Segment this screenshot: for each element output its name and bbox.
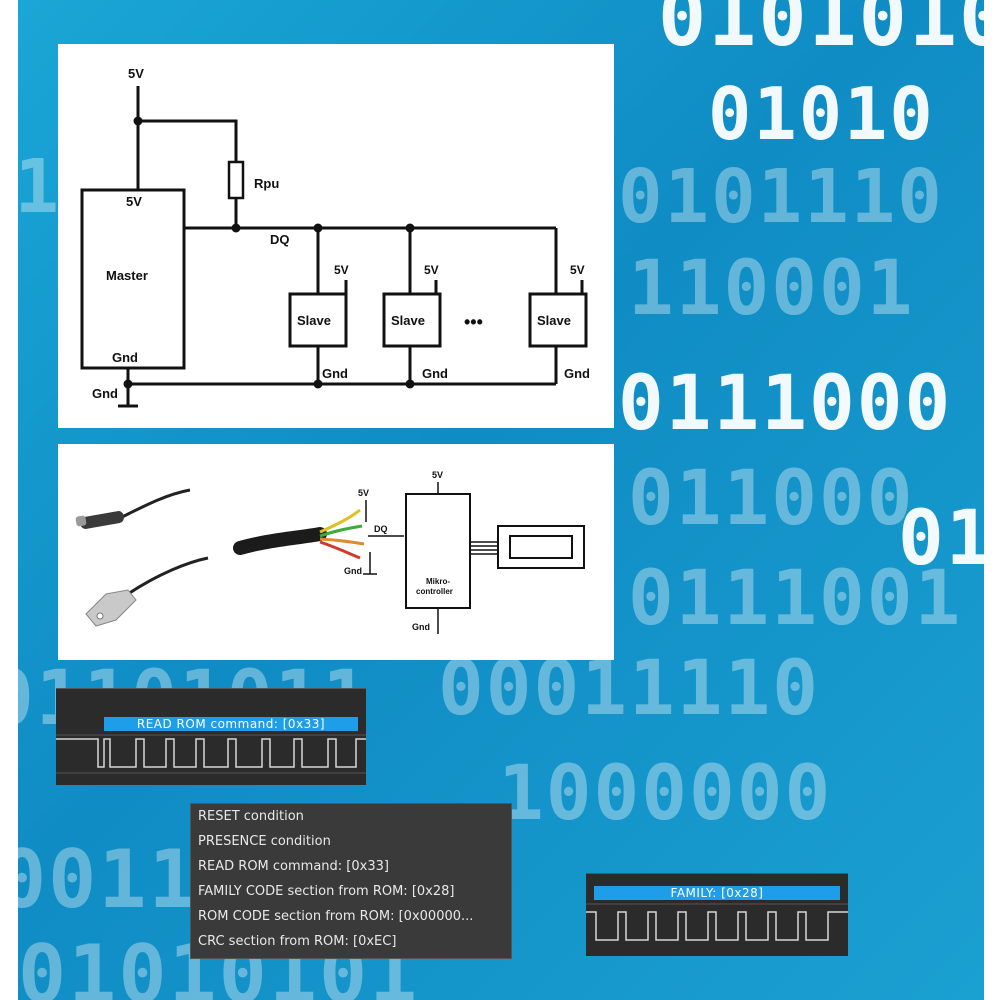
slave-2-vcc: 5V <box>424 263 439 277</box>
slave-3-vcc: 5V <box>570 263 585 277</box>
sensor-wiring-panel: 5V DQ Gnd 5V Mikro- controller Gnd <box>58 444 614 660</box>
mcu-label-line2: controller <box>416 587 453 596</box>
scope-family-label: FAMILY: [0x28] <box>594 886 840 900</box>
sensor-wiring-diagram: 5V DQ Gnd 5V Mikro- controller Gnd <box>75 470 585 634</box>
ground-label: Gnd <box>92 386 118 401</box>
wiring-gnd-label: Gnd <box>344 566 362 576</box>
log-row[interactable]: CRC section from ROM: [0xEC] <box>198 934 397 949</box>
scope-capture-read-rom: READ ROM command: [0x33] <box>56 688 366 785</box>
dq-label: DQ <box>270 232 290 247</box>
bus-schematic-panel: 5V Rpu DQ 5V Master Gnd Gnd 5V 5V 5V Sla… <box>58 44 614 428</box>
wiring-dq-label: DQ <box>374 524 388 534</box>
bg-digits-row-10: 00011110 <box>438 643 821 732</box>
log-row[interactable]: FAMILY CODE section from ROM: [0x28] <box>198 884 455 899</box>
log-row[interactable]: RESET condition <box>198 809 304 824</box>
bus-schematic: 5V Rpu DQ 5V Master Gnd Gnd 5V 5V 5V Sla… <box>80 66 590 408</box>
scope-family-waveform <box>586 903 848 941</box>
master-vcc-label: 5V <box>126 194 142 209</box>
pullup-resistor-symbol <box>227 160 245 200</box>
mcu-gnd-label: Gnd <box>412 622 430 632</box>
wiring-5v-label: 5V <box>358 488 369 498</box>
supply-label: 5V <box>128 66 144 81</box>
slave-3-gnd: Gnd <box>564 366 590 381</box>
bg-digits-row-3: 0101110 <box>618 154 944 240</box>
scope-capture-family: FAMILY: [0x28] <box>586 873 848 956</box>
clip-sensor-image <box>85 556 209 627</box>
slave-2-gnd: Gnd <box>422 366 448 381</box>
log-row[interactable]: PRESENCE condition <box>198 834 331 849</box>
bg-digits-row-6: 0111000 <box>618 358 953 447</box>
bg-digits-row-1: 0101010 <box>658 0 984 64</box>
pullup-label: Rpu <box>254 176 279 191</box>
log-row[interactable]: ROM CODE section from ROM: [0x00000... <box>198 909 474 924</box>
slave-3-label: Slave <box>537 313 571 328</box>
log-row[interactable]: READ ROM command: [0x33] <box>198 859 389 874</box>
bg-digits-row-8: 01 <box>898 493 984 582</box>
bg-digits-row-5: 110001 <box>628 243 915 332</box>
slave-1-gnd: Gnd <box>322 366 348 381</box>
probe-sensor-image <box>75 488 191 529</box>
bg-digits-row-7: 011000 <box>628 453 915 542</box>
more-slaves-ellipsis: ••• <box>464 312 483 332</box>
slave-1-vcc: 5V <box>334 263 349 277</box>
cable-image <box>233 508 365 560</box>
decoder-log: RESET condition PRESENCE condition READ … <box>190 803 512 959</box>
master-gnd-label: Gnd <box>112 350 138 365</box>
bg-digits-row-12: 1000000 <box>498 748 833 837</box>
mcu-5v-label: 5V <box>432 470 443 480</box>
slave-2-label: Slave <box>391 313 425 328</box>
scope-waveform <box>56 734 366 774</box>
bg-digits-row-9: 0111001 <box>628 553 963 642</box>
mcu-label-line1: Mikro- <box>426 577 450 586</box>
master-label: Master <box>106 268 148 283</box>
slave-1-label: Slave <box>297 313 331 328</box>
scope-decode-label: READ ROM command: [0x33] <box>104 717 358 731</box>
bg-digits-row-2: 01010 <box>708 72 935 156</box>
